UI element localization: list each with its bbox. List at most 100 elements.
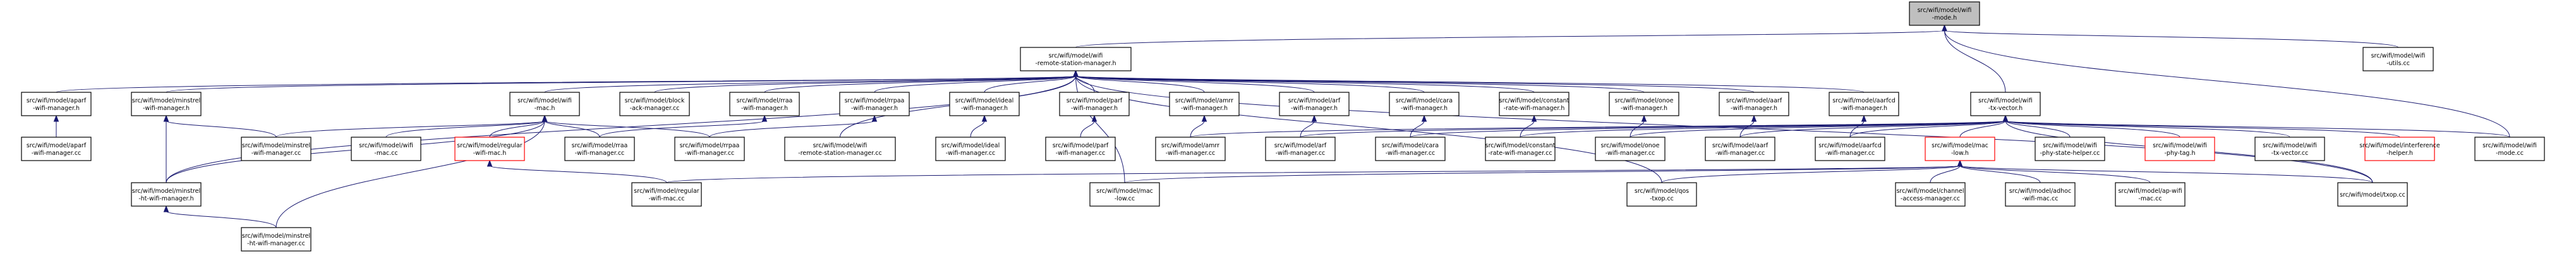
file-node-parf-h[interactable]: src/wifi/model/parf-wifi-manager.h (1059, 92, 1130, 116)
file-node-qos-cc[interactable]: src/wifi/model/qos-txop.cc (1626, 182, 1697, 207)
file-node-label: -wifi-mac.cc (648, 195, 684, 202)
file-node-label: -mac.cc (2138, 195, 2162, 202)
dependency-edge-minstrelht_cc-to-wifimac_h (275, 114, 548, 228)
file-node-label: -tx-vector.h (1988, 105, 2023, 112)
file-node-label: src/wifi/model/interference (2359, 142, 2440, 149)
file-node-label: src/wifi/model/minstrel (132, 97, 200, 104)
file-node-arf-cc[interactable]: src/wifi/model/arf-wifi-manager.cc (1265, 137, 1336, 161)
file-node-wifimode-cc[interactable]: src/wifi/model/wifi-mode.cc (2474, 137, 2545, 161)
file-node-label: src/wifi/model/txop.cc (2340, 192, 2405, 199)
dependency-edge-maclow_h-to-txvector_h (1959, 114, 2009, 138)
dependency-edge-qos_cc-to-maclow_h (1661, 159, 1963, 183)
file-node-label: -access-manager.cc (1901, 195, 1960, 202)
dependency-edge-minstrel_cc-to-wifimac_h (275, 114, 548, 138)
file-node-label: -phy-tag.h (2165, 150, 2196, 157)
file-node-utils-cc[interactable]: src/wifi/model/wifi-utils.cc (2362, 47, 2434, 71)
file-node-aparf-cc[interactable]: src/wifi/model/aparf-wifi-manager.cc (21, 137, 92, 161)
file-node-cara-h[interactable]: src/wifi/model/cara-wifi-manager.h (1389, 92, 1460, 116)
file-node-label: src/wifi/model/ideal (955, 97, 1013, 104)
file-node-ideal-cc[interactable]: src/wifi/model/ideal-wifi-manager.cc (935, 137, 1006, 161)
file-node-label: -mode.h (1932, 15, 1957, 21)
file-node-txvector-h[interactable]: src/wifi/model/wifi-tx-vector.h (1970, 92, 2041, 116)
file-node-ideal-h[interactable]: src/wifi/model/ideal-wifi-manager.h (949, 92, 1020, 116)
file-node-minstrelht-h[interactable]: src/wifi/model/minstrel-ht-wifi-manager.… (131, 182, 202, 207)
dependency-edge-parf_cc-to-parf_h (1080, 114, 1098, 138)
file-node-label: src/wifi/model/mac (1096, 188, 1153, 195)
file-node-label: -wifi-manager.h (143, 105, 190, 112)
file-node-phytag-h[interactable]: src/wifi/model/wifi-phy-tag.h (2144, 137, 2215, 161)
dependency-edge-utils_cc-to-wifi_mode_h (1942, 24, 2398, 48)
file-node-rraa-cc[interactable]: src/wifi/model/rraa-wifi-manager.cc (564, 137, 635, 161)
file-node-onoe-cc[interactable]: src/wifi/model/onoe-wifi-manager.cc (1595, 137, 1666, 161)
file-node-label: -wifi-manager.h (851, 105, 898, 112)
file-node-label: -wifi-manager.h (33, 105, 80, 112)
file-node-label: -wifi-manager.cc (251, 150, 301, 157)
file-node-minstrel-cc[interactable]: src/wifi/model/minstrel-wifi-manager.cc (241, 137, 311, 161)
file-node-regularmac-cc[interactable]: src/wifi/model/regular-wifi-mac.cc (631, 182, 702, 207)
file-node-wifimac-h[interactable]: src/wifi/model/wifi-mac.h (509, 92, 580, 116)
file-node-rsm-h[interactable]: src/wifi/model/wifi-remote-station-manag… (1020, 47, 1132, 71)
file-node-label: -wifi-manager.h (1291, 105, 1338, 112)
dependency-edge-aarfcd_cc-to-aarfcd_h (1849, 114, 1867, 138)
file-node-maclow-h[interactable]: src/wifi/model/mac-low.h (1925, 137, 1995, 161)
file-node-amrr-h[interactable]: src/wifi/model/amrr-wifi-manager.h (1169, 92, 1240, 116)
file-node-ap-cc[interactable]: src/wifi/model/ap-wifi-mac.cc (2115, 182, 2186, 207)
node-layer: src/wifi/model/wifi-mode.hsrc/wifi/model… (21, 1, 2545, 252)
file-node-label: src/wifi/model/rrpaa (680, 142, 740, 149)
file-node-label: src/wifi/model/qos (1635, 188, 1689, 195)
file-node-aarfcd-cc[interactable]: src/wifi/model/aarfcd-wifi-manager.cc (1815, 137, 1885, 161)
file-node-wifimac-cc[interactable]: src/wifi/model/wifi-mac.cc (351, 137, 421, 161)
file-node-label: src/wifi/model/cara (1382, 142, 1439, 149)
file-node-label: src/wifi/model/wifi (2043, 142, 2097, 149)
file-node-constant-cc[interactable]: src/wifi/model/constant-rate-wifi-manage… (1485, 137, 1556, 161)
file-node-minstrelht-cc[interactable]: src/wifi/model/minstrel-ht-wifi-manager.… (241, 227, 311, 252)
file-node-aarf-h[interactable]: src/wifi/model/aarf-wifi-manager.h (1719, 92, 1789, 116)
file-node-label: src/wifi/model/rrpaa (845, 97, 905, 104)
dependency-edge-adhoc_cc-to-maclow_h (1957, 159, 2041, 183)
file-node-label: src/wifi/model/onoe (1601, 142, 1660, 149)
file-node-txop-cc[interactable]: src/wifi/model/txop.cc (2337, 182, 2408, 207)
dependency-edge-txvector_h-to-wifi_mode_h (1942, 24, 2006, 93)
file-node-aarfcd-h[interactable]: src/wifi/model/aarfcd-wifi-manager.h (1829, 92, 1899, 116)
file-node-label: -ack-manager.cc (630, 105, 680, 112)
file-node-rrpaa-h[interactable]: src/wifi/model/rrpaa-wifi-manager.h (839, 92, 910, 116)
file-node-rrpaa-cc[interactable]: src/wifi/model/rrpaa-wifi-manager.cc (674, 137, 745, 161)
file-node-regularmac-h[interactable]: src/wifi/model/regular-wifi-mac.h (454, 137, 525, 161)
file-node-txvector-cc[interactable]: src/wifi/model/wifi-tx-vector.cc (2254, 137, 2325, 161)
file-node-label: -ht-wifi-manager.h (138, 195, 193, 202)
file-node-blockack-cc[interactable]: src/wifi/model/block-ack-manager.cc (619, 92, 690, 116)
file-node-maclow-cc[interactable]: src/wifi/model/mac-low.cc (1089, 182, 1160, 207)
file-node-label: src/wifi/model/wifi (2263, 142, 2317, 149)
file-node-mpa-h[interactable]: src/wifi/model/rraa-wifi-manager.h (729, 92, 800, 116)
file-node-cara-cc[interactable]: src/wifi/model/cara-wifi-manager.cc (1375, 137, 1446, 161)
file-node-rsm-cc[interactable]: src/wifi/model/wifi-remote-station-manag… (784, 137, 896, 161)
file-node-label: -low.cc (1115, 195, 1135, 202)
file-node-parf-cc[interactable]: src/wifi/model/parf-wifi-manager.cc (1045, 137, 1116, 161)
file-node-label: src/wifi/model/ap-wifi (2118, 188, 2182, 195)
file-node-label: src/wifi/model/parf (1053, 142, 1109, 149)
file-node-minstrel-h[interactable]: src/wifi/model/minstrel-wifi-manager.h (131, 92, 202, 116)
file-node-label: -mac.h (535, 105, 555, 112)
file-node-wifi-mode-h[interactable]: src/wifi/model/wifi-mode.h (1909, 1, 1980, 26)
file-node-label: src/wifi/model/minstrel (242, 142, 310, 149)
file-node-label: src/wifi/model/ideal (941, 142, 1000, 149)
dependency-edge-minstrelht_h-to-minstrel_h (163, 114, 169, 183)
file-node-adhoc-cc[interactable]: src/wifi/model/adhoc-wifi-mac.cc (2005, 182, 2076, 207)
file-node-label: -wifi-mac.cc (2022, 195, 2058, 202)
file-node-arf-h[interactable]: src/wifi/model/arf-wifi-manager.h (1279, 92, 1350, 116)
file-node-constant-h[interactable]: src/wifi/model/constant-rate-wifi-manage… (1499, 92, 1569, 116)
file-node-channel-cc[interactable]: src/wifi/model/channel-access-manager.cc (1895, 182, 1966, 207)
file-node-label: src/wifi/model/minstrel (132, 188, 200, 195)
file-node-interference-h[interactable]: src/wifi/model/interference-helper.h (2359, 137, 2440, 161)
file-node-onoe-h[interactable]: src/wifi/model/onoe-wifi-manager.h (1609, 92, 1679, 116)
file-node-aparf-h[interactable]: src/wifi/model/aparf-wifi-manager.h (21, 92, 92, 116)
file-node-label: src/wifi/model/regular (457, 142, 522, 149)
file-node-amrr-cc[interactable]: src/wifi/model/amrr-wifi-manager.cc (1155, 137, 1226, 161)
dependency-edge-regularmac_h-to-wifimac_h (489, 114, 548, 138)
dependency-edge-phytag_h-to-txvector_h (2002, 114, 2180, 138)
file-node-label: src/wifi/model/mac (1932, 142, 1988, 149)
file-node-label: -wifi-manager.h (1181, 105, 1228, 112)
file-node-phystate-cc[interactable]: src/wifi/model/wifi-phy-state-helper.cc (2035, 137, 2105, 161)
file-node-aarf-cc[interactable]: src/wifi/model/aarf-wifi-manager.cc (1705, 137, 1775, 161)
dependency-edge-regularmac_cc-to-regularmac_h (487, 159, 667, 183)
